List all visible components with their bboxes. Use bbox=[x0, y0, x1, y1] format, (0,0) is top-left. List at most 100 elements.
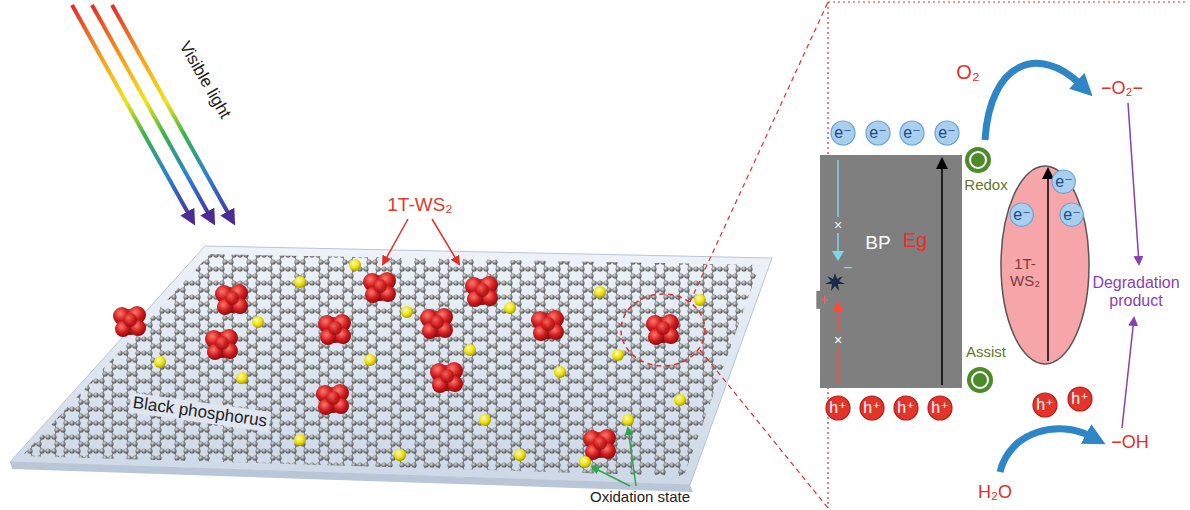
cross-mark: × bbox=[831, 332, 845, 348]
charge-text: e⁻ bbox=[1055, 173, 1072, 191]
hole-circle: h⁺ bbox=[927, 395, 953, 421]
hole-circle: h⁺ bbox=[825, 395, 851, 421]
bandgap-arrow bbox=[1047, 177, 1049, 361]
hole-circle: h⁺ bbox=[1067, 386, 1093, 412]
species-label: −O₂− bbox=[1101, 78, 1143, 99]
polygon-art bbox=[22, 254, 760, 476]
electron-circle-fill bbox=[831, 121, 855, 145]
ws2-ellipse-shape bbox=[1000, 165, 1090, 365]
line-art bbox=[690, 2, 828, 302]
product-label: Degradation product bbox=[1088, 274, 1184, 311]
bandgap-arrowhead bbox=[1042, 167, 1054, 179]
path-art bbox=[1000, 429, 1090, 472]
charge-text: h⁺ bbox=[897, 399, 914, 417]
electron-circle: e⁻ bbox=[1059, 202, 1084, 227]
circle-art bbox=[154, 356, 166, 368]
ellipse-art bbox=[621, 294, 705, 366]
line-art bbox=[383, 219, 408, 264]
circle-art bbox=[579, 456, 591, 468]
hole-circle-fill bbox=[1068, 387, 1092, 411]
hole-circle: h⁺ bbox=[893, 395, 919, 421]
charge-sign: − bbox=[840, 259, 855, 277]
electron-path bbox=[837, 160, 839, 253]
ws2-ellipse: 1T-WS₂ e⁻ e⁻ e⁻ bbox=[1000, 165, 1090, 365]
ws2-clusters bbox=[113, 272, 679, 460]
hole-circle: h⁺ bbox=[859, 395, 885, 421]
hole-circle: h⁺ bbox=[1032, 392, 1058, 418]
circle-art bbox=[401, 306, 413, 318]
oxidation-dots bbox=[154, 259, 706, 468]
circle-art bbox=[464, 344, 476, 356]
circle-art bbox=[594, 286, 606, 298]
light-label: Visible light bbox=[175, 38, 235, 122]
species-label: H₂O bbox=[978, 482, 1012, 503]
circle-art bbox=[970, 152, 986, 168]
line-art bbox=[592, 467, 630, 486]
species-label: O₂ bbox=[956, 61, 979, 84]
material-label: 1T-WS₂ bbox=[387, 194, 452, 216]
charge-text: e⁻ bbox=[1063, 206, 1080, 224]
line-art bbox=[828, 1, 1188, 2]
line-art bbox=[432, 219, 459, 264]
material-label: 1T-WS₂ bbox=[1005, 255, 1045, 290]
use-art bbox=[583, 429, 616, 460]
circle-art bbox=[674, 394, 686, 406]
electron-circle: e⁻ bbox=[830, 120, 856, 146]
circle-art bbox=[622, 414, 634, 426]
hole-circle-fill bbox=[860, 396, 884, 420]
charge-text: h⁺ bbox=[1036, 396, 1053, 414]
circle-art bbox=[479, 414, 491, 426]
electron-circle: e⁻ bbox=[1051, 169, 1076, 194]
hole-circle-fill bbox=[894, 396, 918, 420]
electron-circle-fill bbox=[935, 121, 959, 145]
hole-arrowhead bbox=[832, 301, 844, 312]
circle-art bbox=[694, 294, 706, 306]
zoom-callout bbox=[621, 2, 1188, 508]
electron-circle: e⁻ bbox=[1009, 202, 1034, 227]
cross-mark: × bbox=[831, 217, 845, 233]
site-label: Assist bbox=[966, 343, 1006, 360]
line-art bbox=[1128, 103, 1139, 264]
use-art bbox=[465, 276, 498, 307]
species-label: −OH bbox=[1111, 432, 1149, 453]
use-art bbox=[316, 384, 349, 415]
circle-art bbox=[294, 276, 306, 288]
circle-art bbox=[349, 259, 361, 271]
use-art bbox=[205, 329, 238, 360]
ellipse-outline bbox=[1001, 166, 1089, 364]
charge-text: h⁺ bbox=[1071, 390, 1088, 408]
circle-art bbox=[364, 354, 376, 366]
use-art bbox=[430, 362, 463, 393]
use-art bbox=[318, 314, 351, 345]
circle-art bbox=[504, 302, 516, 314]
circle-art bbox=[236, 372, 248, 384]
circle-art bbox=[972, 372, 988, 388]
electron-circle-fill bbox=[1060, 203, 1083, 226]
hole-circle-fill bbox=[826, 396, 850, 420]
bp-rect bbox=[820, 155, 962, 388]
line-art bbox=[92, 5, 212, 220]
leader-arrows bbox=[383, 219, 636, 486]
use-art bbox=[363, 272, 396, 303]
circle-art bbox=[252, 316, 264, 328]
band-label: BP bbox=[865, 232, 890, 254]
circle-art bbox=[514, 449, 526, 461]
sheet-label: Black phosphorus bbox=[129, 393, 271, 432]
circle-art bbox=[294, 434, 306, 446]
light-rays bbox=[72, 5, 232, 220]
electron-circle: e⁻ bbox=[934, 120, 960, 146]
charge-text: h⁺ bbox=[829, 399, 846, 417]
use-art bbox=[531, 310, 564, 341]
circle-art bbox=[554, 366, 566, 378]
electron-circle: e⁻ bbox=[865, 120, 891, 146]
circle-art bbox=[965, 147, 991, 173]
charge-text: e⁻ bbox=[938, 124, 955, 142]
charge-text: e⁻ bbox=[869, 124, 886, 142]
charge-text: e⁻ bbox=[1013, 206, 1030, 224]
hole-circle-fill bbox=[928, 396, 952, 420]
charge-sign: + bbox=[816, 291, 831, 309]
use-art bbox=[420, 308, 453, 339]
line-art bbox=[700, 350, 828, 508]
charge-text: h⁺ bbox=[931, 399, 948, 417]
